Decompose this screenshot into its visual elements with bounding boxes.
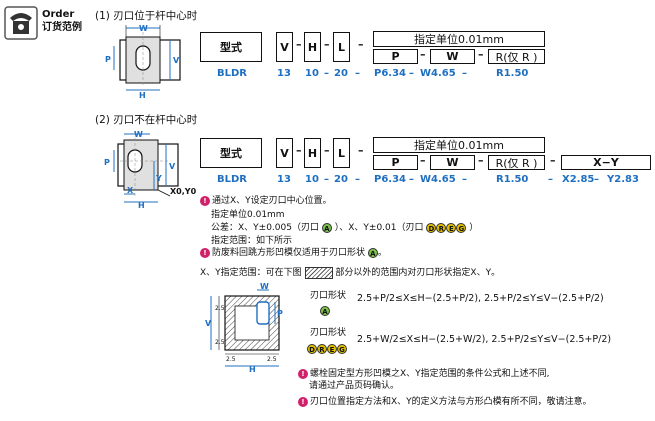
note-1: !通过X、Y设定刃口中心位置。 <box>200 193 332 206</box>
s1-ex-type: BLDR <box>217 68 247 79</box>
s2-v-label: V <box>169 162 176 171</box>
s2-r-box: R(仅 R ) <box>488 155 545 170</box>
s2-type-box: 型式 <box>200 138 262 168</box>
s1-p-label: P <box>105 55 111 64</box>
section2-title: (2) 刃口不在杆中心时 <box>95 114 198 126</box>
shape-d-icon: D <box>307 343 317 354</box>
footer-note-2: !刃口位置指定方法和X、Y的定义方法与方形凸模有所不同，敬请注意。 <box>298 394 592 407</box>
hatch-swatch <box>304 266 333 279</box>
s2-x-label: X <box>127 186 134 195</box>
shape2-formula: 2.5+W/2≤X≤H−(2.5+W/2), 2.5+P/2≤Y≤V−(2.5+… <box>357 334 612 345</box>
s2-w-box: W <box>430 155 475 170</box>
rd-d25-c: 2.5 <box>226 356 236 363</box>
s2-ex-x: X2.85 <box>562 174 595 185</box>
s2-ex-w: W4.65 <box>420 174 456 185</box>
section1-diagram: W P V H <box>104 22 184 100</box>
s2-ex-l: 20 <box>334 174 348 185</box>
s1-ex-l: 20 <box>334 68 348 79</box>
s2-header-box: 指定单位0.01mm <box>373 137 545 153</box>
s1-v-box: V <box>276 32 293 62</box>
s2-l-box: L <box>333 138 350 168</box>
s1-r-box: R(仅 R ) <box>488 49 545 64</box>
s2-v-box: V <box>276 138 293 168</box>
shape-d-icon: D <box>426 222 437 233</box>
shape-r-icon: R <box>436 222 447 233</box>
rd-h-label: H <box>249 365 256 372</box>
note-1b: 指定单位0.01mm <box>211 210 285 220</box>
rd-p-label: P <box>277 309 283 318</box>
note-1d: 指定范围：如下所示 <box>211 236 293 246</box>
s1-h-label: H <box>139 91 146 98</box>
shape1-formula: 2.5+P/2≤X≤H−(2.5+P/2), 2.5+P/2≤Y≤V−(2.5+… <box>357 293 604 304</box>
s2-p-box: P <box>373 155 418 170</box>
s2-ex-v: 13 <box>277 174 291 185</box>
s2-w-label: W <box>134 130 143 139</box>
shape-g-icon: G <box>456 222 467 233</box>
footer-note-1b: 请通过产品页码确认。 <box>309 381 400 391</box>
rd-d25-d: 2.5 <box>267 356 277 363</box>
shape-a-icon: A <box>367 247 378 258</box>
rd-v-label: V <box>205 319 212 328</box>
note-icon: ! <box>200 195 210 206</box>
shape-a-icon: A <box>320 305 330 316</box>
s2-ex-y: Y2.83 <box>607 174 639 185</box>
s1-p-box: P <box>373 49 418 64</box>
rd-w-label: W <box>260 282 269 291</box>
s2-p-label: P <box>104 158 110 167</box>
shape2-label: 刃口形状 <box>310 328 347 338</box>
s2-h-label: H <box>138 201 145 208</box>
rd-d25-b: 2.5 <box>215 339 225 346</box>
s1-header-box: 指定单位0.01mm <box>373 31 545 47</box>
s1-l-box: L <box>333 32 350 62</box>
order-icon <box>4 6 38 40</box>
note-2: !防废料回跳方形凹模仅适用于刃口形状 A。 <box>200 245 387 258</box>
section1-title: (1) 刃口位于杆中心时 <box>95 10 198 22</box>
s2-ex-p: P6.34 <box>374 174 407 185</box>
s1-ex-h: 10 <box>305 68 319 79</box>
s1-ex-r: R1.50 <box>496 68 529 79</box>
s2-h-box: H <box>304 138 321 168</box>
s2-y-label: Y <box>155 174 162 183</box>
s1-ex-v: 13 <box>277 68 291 79</box>
s2-ex-r: R1.50 <box>496 174 529 185</box>
section2-diagram: W P V Y X H X0,Y0 <box>100 128 200 210</box>
shape-e-icon: E <box>446 222 457 233</box>
range-diagram: W P V H 2.5 2.5 2.5 2.5 <box>205 282 295 374</box>
shape-a-icon: A <box>321 222 332 233</box>
note-icon: ! <box>200 247 210 258</box>
s1-v-label: V <box>173 56 180 65</box>
range-text: X、Y指定范围：可在下图 部分以外的范围内对刃口形状指定X、Y。 <box>200 266 501 279</box>
s2-ex-h: 10 <box>305 174 319 185</box>
shape1-label: 刃口形状 <box>310 291 347 301</box>
shape-r-icon: R <box>317 343 327 354</box>
shape-e-icon: E <box>327 343 337 354</box>
note-icon: ! <box>298 368 308 379</box>
s2-origin-label: X0,Y0 <box>170 187 197 196</box>
shape-g-icon: G <box>337 343 347 354</box>
order-label: Order 订货范例 <box>42 9 82 33</box>
rd-d25-a: 2.5 <box>215 305 225 312</box>
s1-ex-p: P6.34 <box>374 68 407 79</box>
s1-h-box: H <box>304 32 321 62</box>
s1-w-box: W <box>430 49 475 64</box>
s1-ex-w: W4.65 <box>420 68 456 79</box>
s2-ex-type: BLDR <box>217 174 247 185</box>
s1-type-box: 型式 <box>200 32 262 62</box>
note-icon: ! <box>298 396 308 407</box>
footer-note-1: !螺栓固定型方形凹模之X、Y指定范围的条件公式和上述不同, <box>298 366 550 379</box>
s1-w-label: W <box>139 24 148 33</box>
s2-xy-box: X−Y <box>561 155 651 170</box>
